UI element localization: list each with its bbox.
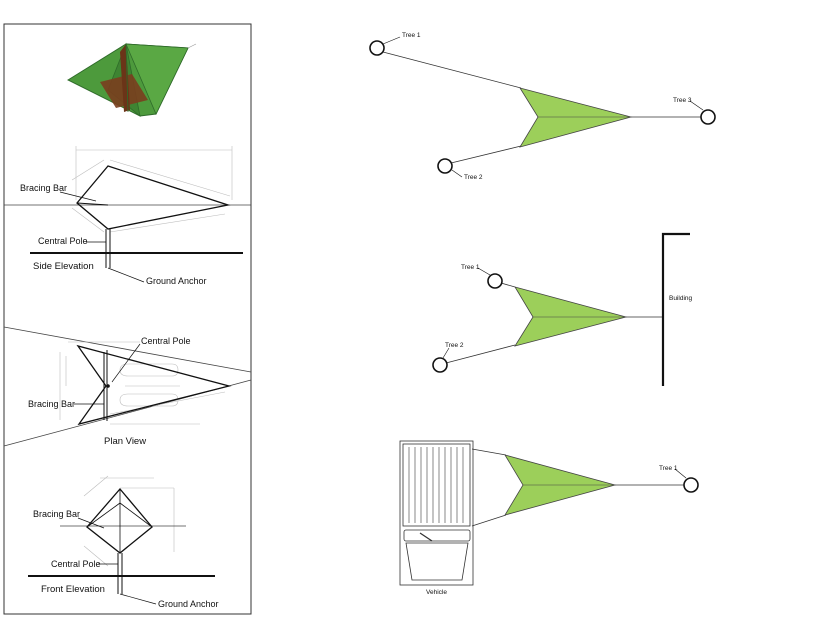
front-bracing-bar-label: Bracing Bar — [33, 509, 80, 519]
config3-tree1-label: Tree 1 — [659, 465, 678, 472]
tree-3-marker — [700, 109, 716, 125]
front-elevation-title: Front Elevation — [41, 584, 105, 595]
vehicle-outline — [399, 440, 474, 586]
plan-view: Central Pole Bracing Bar Plan View — [3, 326, 252, 447]
plan-central-pole-label: Central Pole — [141, 336, 191, 346]
side-ground-anchor-label: Ground Anchor — [146, 276, 207, 286]
building-wall — [661, 232, 690, 386]
left-panel-frame — [3, 23, 252, 615]
tree-2-marker — [437, 158, 453, 174]
config1-tree3-label: Tree 3 — [673, 97, 692, 104]
config2-tree2-label: Tree 2 — [445, 342, 464, 349]
tree-2-marker — [432, 357, 448, 373]
side-bracing-bar-label: Bracing Bar — [20, 183, 67, 193]
config-three-trees: Tree 1 Tree 2 Tree 3 — [369, 32, 716, 181]
config1-tree1-label: Tree 1 — [402, 32, 421, 39]
front-elevation-view: Bracing Bar Central Pole Front Elevation… — [28, 475, 219, 609]
config3-vehicle-label: Vehicle — [426, 589, 447, 596]
tree-1-marker — [487, 273, 503, 289]
config2-building-label: Building — [669, 295, 693, 302]
config-building: Tree 1 Tree 2 Building — [432, 232, 693, 386]
front-ground-anchor-label: Ground Anchor — [158, 599, 219, 609]
config2-tree1-label: Tree 1 — [461, 264, 480, 271]
sail-3d-render — [66, 42, 197, 118]
plan-view-title: Plan View — [104, 436, 146, 447]
tree-1-marker — [683, 477, 699, 493]
side-central-pole-label: Central Pole — [38, 236, 88, 246]
config1-tree2-label: Tree 2 — [464, 174, 483, 181]
plan-bracing-bar-label: Bracing Bar — [28, 399, 75, 409]
side-elevation-view: Bracing Bar Central Pole Side Elevation … — [4, 146, 251, 286]
config-vehicle: Tree 1 Vehicle — [399, 440, 699, 596]
tree-1-marker — [369, 40, 385, 56]
front-central-pole-label: Central Pole — [51, 559, 101, 569]
side-elevation-title: Side Elevation — [33, 261, 94, 272]
